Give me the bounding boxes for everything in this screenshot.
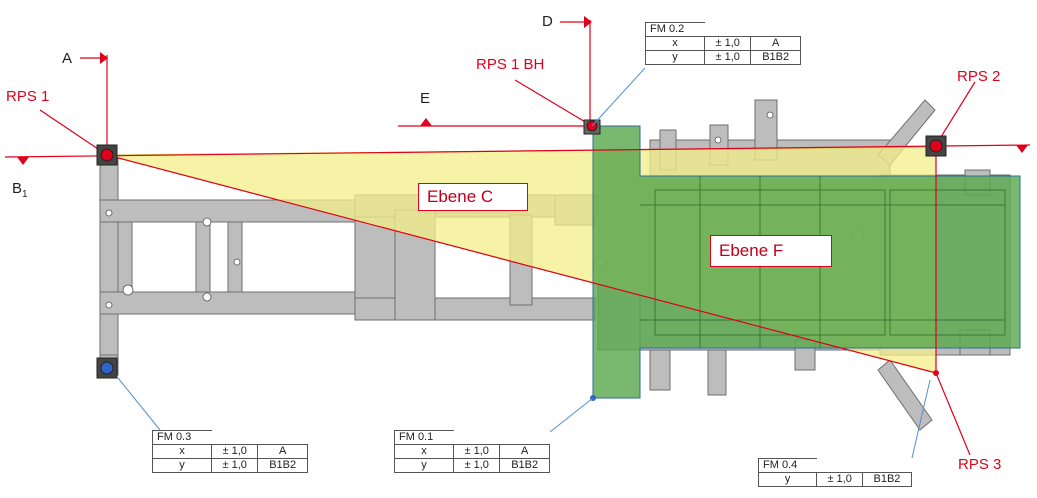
datum-a-label: A bbox=[62, 50, 73, 67]
datum-d-marker bbox=[584, 16, 592, 28]
fm01-r1-c2: B1B2 bbox=[499, 458, 550, 473]
fm03-r0-c1: ± 1,0 bbox=[211, 444, 259, 459]
fm02-r0-c0: x bbox=[644, 36, 706, 51]
rps3-point bbox=[933, 370, 939, 376]
fm03-r1-c0: y bbox=[151, 458, 213, 473]
frame-overlay bbox=[640, 176, 1006, 348]
datum-b2-marker bbox=[1016, 145, 1028, 153]
fm04-title: FM 0.4 bbox=[757, 458, 817, 473]
rps3-label: RPS 3 bbox=[958, 456, 1002, 473]
fm01-title: FM 0.1 bbox=[393, 430, 454, 445]
datum-b1-sub: 1 bbox=[22, 189, 28, 200]
datum-b1-main: B bbox=[12, 180, 23, 197]
fm03-point bbox=[100, 361, 114, 375]
fm02-title: FM 0.2 bbox=[644, 22, 705, 37]
fm03-title: FM 0.3 bbox=[151, 430, 212, 445]
fm01-r0-c1: ± 1,0 bbox=[453, 444, 501, 459]
rps1bh-label: RPS 1 BH bbox=[476, 56, 545, 73]
fm04-r0-c2: B1B2 bbox=[861, 472, 913, 487]
datum-e-marker bbox=[420, 118, 432, 126]
fm03-r0-c2: A bbox=[257, 444, 308, 459]
leader-lines bbox=[117, 67, 931, 459]
fm02-r0-c1: ± 1,0 bbox=[704, 36, 752, 51]
fm03-r0-c0: x bbox=[151, 444, 213, 459]
fm02-r0-c2: A bbox=[750, 36, 801, 51]
fm03-r1-c2: B1B2 bbox=[257, 458, 308, 473]
rps2-point bbox=[929, 139, 943, 153]
fm04-r0-c1: ± 1,0 bbox=[816, 472, 863, 487]
plane-f-label: Ebene F bbox=[710, 235, 832, 267]
fm03-r1-c1: ± 1,0 bbox=[211, 458, 259, 473]
fm02-r1-c2: B1B2 bbox=[750, 50, 801, 65]
fm01-r0-c0: x bbox=[393, 444, 455, 459]
fm01-r1-c1: ± 1,0 bbox=[453, 458, 501, 473]
fm01-r0-c2: A bbox=[499, 444, 550, 459]
fm01-r1-c0: y bbox=[393, 458, 455, 473]
fm04-r0-c0: y bbox=[757, 472, 818, 487]
datum-b1-marker bbox=[17, 157, 29, 165]
plane-c-label: Ebene C bbox=[418, 183, 528, 211]
datum-a-marker bbox=[100, 52, 108, 64]
fm02-r1-c1: ± 1,0 bbox=[704, 50, 752, 65]
datum-b1-label: B1 bbox=[12, 180, 28, 200]
rps2-label: RPS 2 bbox=[957, 68, 1001, 85]
rps1-point bbox=[100, 148, 114, 162]
fm02-r1-c0: y bbox=[644, 50, 706, 65]
datum-markers bbox=[17, 16, 1028, 165]
datum-e-label: E bbox=[420, 90, 431, 107]
datum-d-label: D bbox=[542, 13, 553, 30]
rps1-label: RPS 1 bbox=[6, 88, 50, 105]
